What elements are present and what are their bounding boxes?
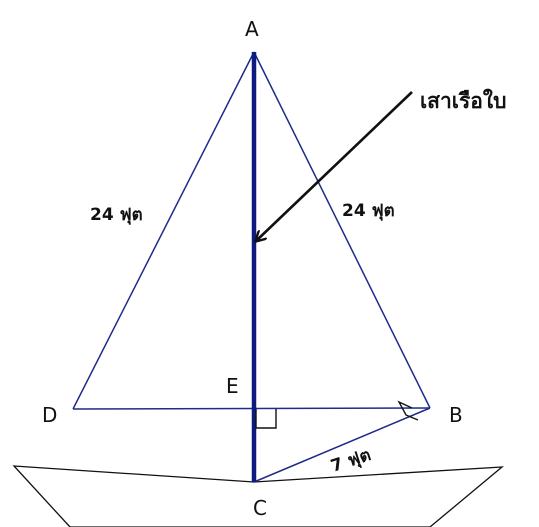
point-b-label: B: [449, 403, 463, 427]
point-c-label: C: [253, 496, 267, 520]
point-d-label: D: [42, 403, 57, 427]
segment-cb-length: 7 ฟุต: [328, 445, 373, 477]
segment-cb: [253, 407, 431, 483]
boat-hull: [12, 465, 504, 527]
side-ad-length: 24 ฟุต: [90, 205, 143, 225]
side-ad: [72, 51, 255, 410]
mast-callout-arrow: [256, 91, 413, 241]
point-e-label: E: [226, 374, 239, 398]
side-ab-length: 24 ฟุต: [342, 201, 395, 221]
right-angle-b: [397, 400, 419, 421]
mast-callout-label: เสาเรือใบ: [420, 88, 506, 113]
point-a-label: A: [245, 17, 259, 41]
right-angle-e: [255, 409, 277, 429]
side-ab: [253, 51, 431, 409]
segment-db: [72, 407, 431, 410]
